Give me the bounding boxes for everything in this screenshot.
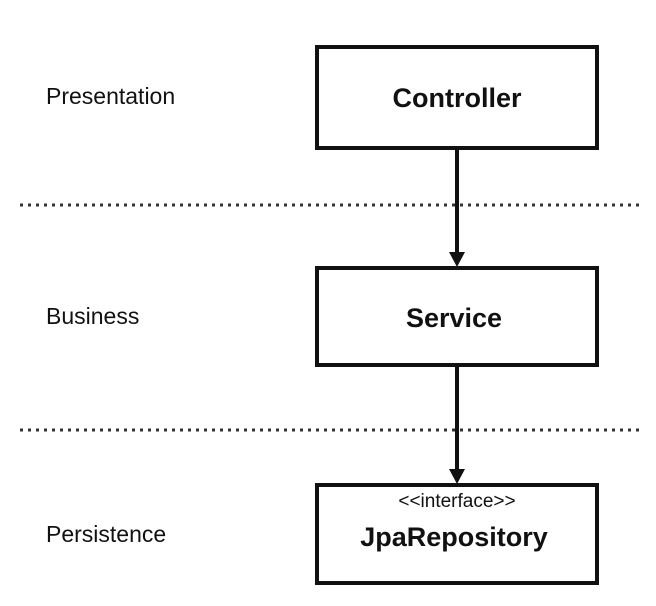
controller-title: Controller: [392, 83, 521, 113]
repository-box: <<interface>> JpaRepository: [315, 483, 599, 585]
layer-label-business: Business: [46, 303, 139, 329]
repository-stereotype: <<interface>>: [398, 491, 515, 512]
arrow-service-to-repository: [449, 365, 465, 484]
layer-label-presentation: Presentation: [46, 83, 175, 109]
service-title: Service: [406, 303, 502, 333]
controller-box: Controller: [315, 45, 599, 150]
layer-label-persistence: Persistence: [46, 521, 166, 547]
arrow-controller-to-service: [449, 148, 465, 267]
repository-title: JpaRepository: [360, 522, 548, 552]
service-box: Service: [315, 266, 599, 367]
